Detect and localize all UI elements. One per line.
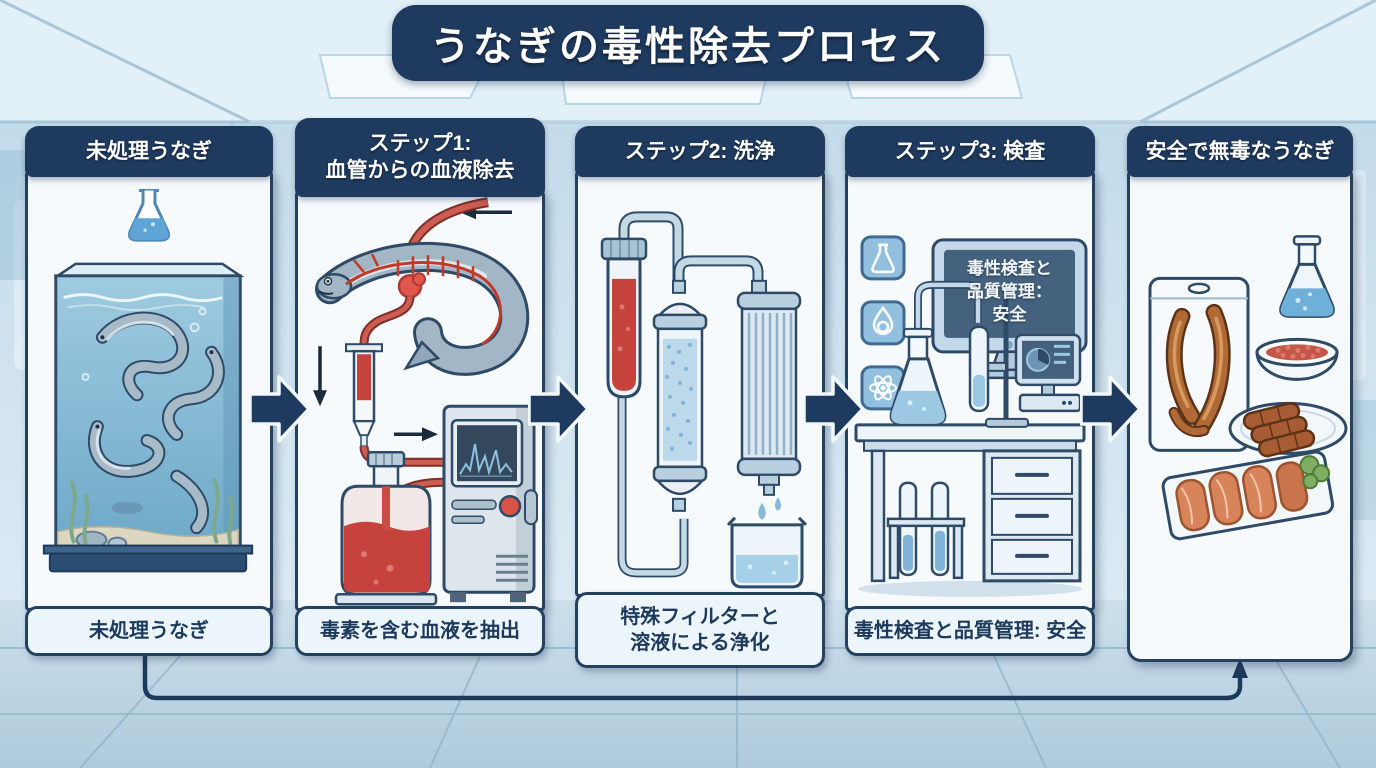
filtration-illustration xyxy=(600,211,808,589)
eels xyxy=(87,311,225,535)
panel-body xyxy=(295,190,545,611)
arrow-up-icon xyxy=(1232,658,1248,678)
eel-products-illustration xyxy=(1148,235,1348,541)
analysis-monitor xyxy=(1014,333,1082,413)
syringe xyxy=(345,342,383,447)
panel-header: ステップ3: 検査 xyxy=(845,126,1095,178)
panel-caption: 毒性検査と品質管理: 安全 xyxy=(845,606,1095,656)
panel-caption: 特殊フィルターと 溶液による浄化 xyxy=(575,592,825,668)
garnish xyxy=(1299,455,1331,490)
panel-body: 毒性検査と 品質管理： 安全 xyxy=(845,171,1095,611)
machine-screen xyxy=(457,424,517,481)
test-tube-rack xyxy=(886,481,966,580)
panel-safe-eel: 安全で無毒なうなぎ xyxy=(1127,126,1353,662)
eel-roll-plate xyxy=(1228,402,1348,458)
granule-filter xyxy=(652,280,708,513)
panel-body xyxy=(1127,171,1353,662)
arrow-down-icon xyxy=(313,345,327,406)
panel-step1-blood-removal: ステップ1: 血管からの血液除去 xyxy=(295,118,545,656)
aquarium-illustration xyxy=(42,189,254,573)
blood-test-tube xyxy=(600,237,648,399)
extraction-machine xyxy=(442,404,538,602)
flow-arrow-4 xyxy=(1079,371,1142,452)
arrow-right-icon xyxy=(1079,375,1142,443)
flow-arrow-1 xyxy=(248,371,311,452)
flow-arrow-2 xyxy=(527,371,590,452)
tubes xyxy=(617,211,764,578)
flask-with-solution xyxy=(1279,235,1335,319)
inspection-illustration xyxy=(854,235,1088,598)
desk-flask-apparatus xyxy=(889,281,1029,429)
roe-bowl xyxy=(1255,338,1339,382)
lab-desk xyxy=(854,423,1086,598)
page-title: うなぎの毒性除去プロセス xyxy=(392,5,984,81)
eel-eyes xyxy=(95,335,214,429)
panel-body xyxy=(25,171,273,611)
blood-extraction-illustration xyxy=(313,196,538,606)
flow-arrow-3 xyxy=(802,371,865,452)
panel-step3-inspection: ステップ3: 検査 xyxy=(845,126,1095,656)
fillet-tray xyxy=(1161,450,1335,541)
panel-caption: 毒素を含む血液を抽出 xyxy=(295,606,545,656)
arrow-right-icon xyxy=(527,375,590,443)
panel-header: 未処理うなぎ xyxy=(25,126,273,178)
panel-header: ステップ1: 血管からの血液除去 xyxy=(295,118,545,197)
seaweed xyxy=(69,478,235,546)
panel-header: 安全で無毒なうなぎ xyxy=(1127,126,1353,178)
beaker xyxy=(726,517,808,589)
arrow-right-icon xyxy=(394,426,438,441)
machine-button xyxy=(498,494,522,518)
water-drop-icon xyxy=(758,497,781,521)
panel-header: ステップ2: 洗浄 xyxy=(575,126,825,178)
arrow-right-icon xyxy=(802,375,865,443)
arrow-right-icon xyxy=(248,375,311,443)
flask-icon xyxy=(860,235,906,281)
monitor-text: 毒性検査と 品質管理： 安全 xyxy=(966,259,1052,325)
aquarium-tank xyxy=(42,262,254,573)
packaged-eel xyxy=(1148,277,1250,453)
flask-icon xyxy=(127,189,171,242)
blood-vessels xyxy=(345,253,502,346)
panel-step2-washing: ステップ2: 洗浄 xyxy=(575,126,825,668)
droplet-icon xyxy=(860,300,906,346)
panel-body xyxy=(575,171,825,597)
eel-with-blood-vessels xyxy=(315,241,530,376)
panel-caption: 未処理うなぎ xyxy=(25,606,273,656)
panel-untreated-eel: 未処理うなぎ xyxy=(25,126,273,656)
blood-collection-bottle xyxy=(334,450,438,606)
ribbed-filter xyxy=(736,280,802,497)
